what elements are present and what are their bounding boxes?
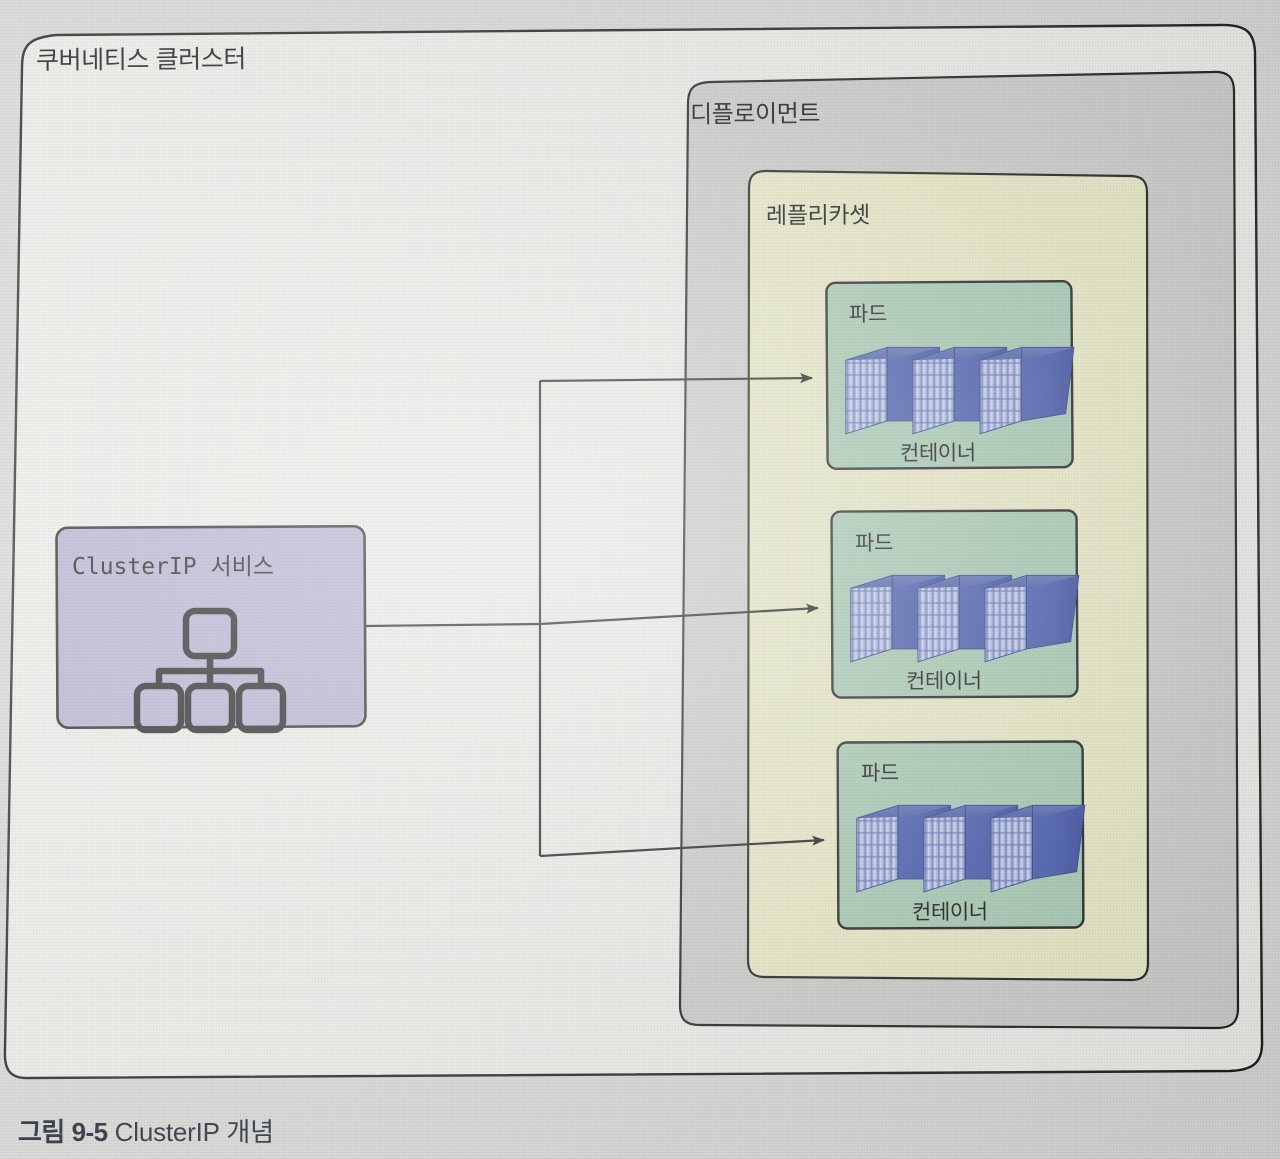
container-icon-group-1 — [845, 346, 1075, 435]
container-icon — [990, 804, 1086, 893]
connector-to-pod-3 — [539, 835, 825, 858]
container-label-1: 컨테이너 — [899, 441, 976, 466]
connector-trunk — [365, 622, 541, 628]
container-icon — [979, 346, 1075, 435]
network-hierarchy-icon — [133, 607, 287, 734]
clusterip-service-label: ClusterIP 서비스 — [72, 554, 274, 580]
figure-caption: 그림 9-5 ClusterIP 개념 — [18, 1112, 274, 1149]
container-icon — [984, 574, 1080, 663]
connector-to-pod-2 — [539, 603, 819, 626]
figure-caption-number: 그림 9-5 — [18, 1117, 108, 1147]
pod-label-2: 파드 — [854, 531, 893, 556]
pod-label-1: 파드 — [848, 302, 887, 327]
replicaset-label: 레플리카셋 — [765, 201, 870, 229]
container-label-2: 컨테이너 — [905, 669, 982, 694]
container-icon-group-3 — [856, 804, 1086, 893]
clusterip-service-box[interactable] — [55, 524, 367, 734]
deployment-label: 디플로이먼트 — [689, 100, 821, 129]
figure-caption-text: ClusterIP 개념 — [107, 1117, 274, 1147]
connector-to-pod-1 — [539, 373, 813, 384]
pod-label-3: 파드 — [860, 761, 899, 786]
service-to-pod-connectors — [365, 373, 825, 858]
container-icon-group-2 — [850, 574, 1080, 663]
container-label-3: 컨테이너 — [911, 900, 988, 925]
cluster-label: 쿠버네티스 클러스터 — [35, 45, 247, 75]
